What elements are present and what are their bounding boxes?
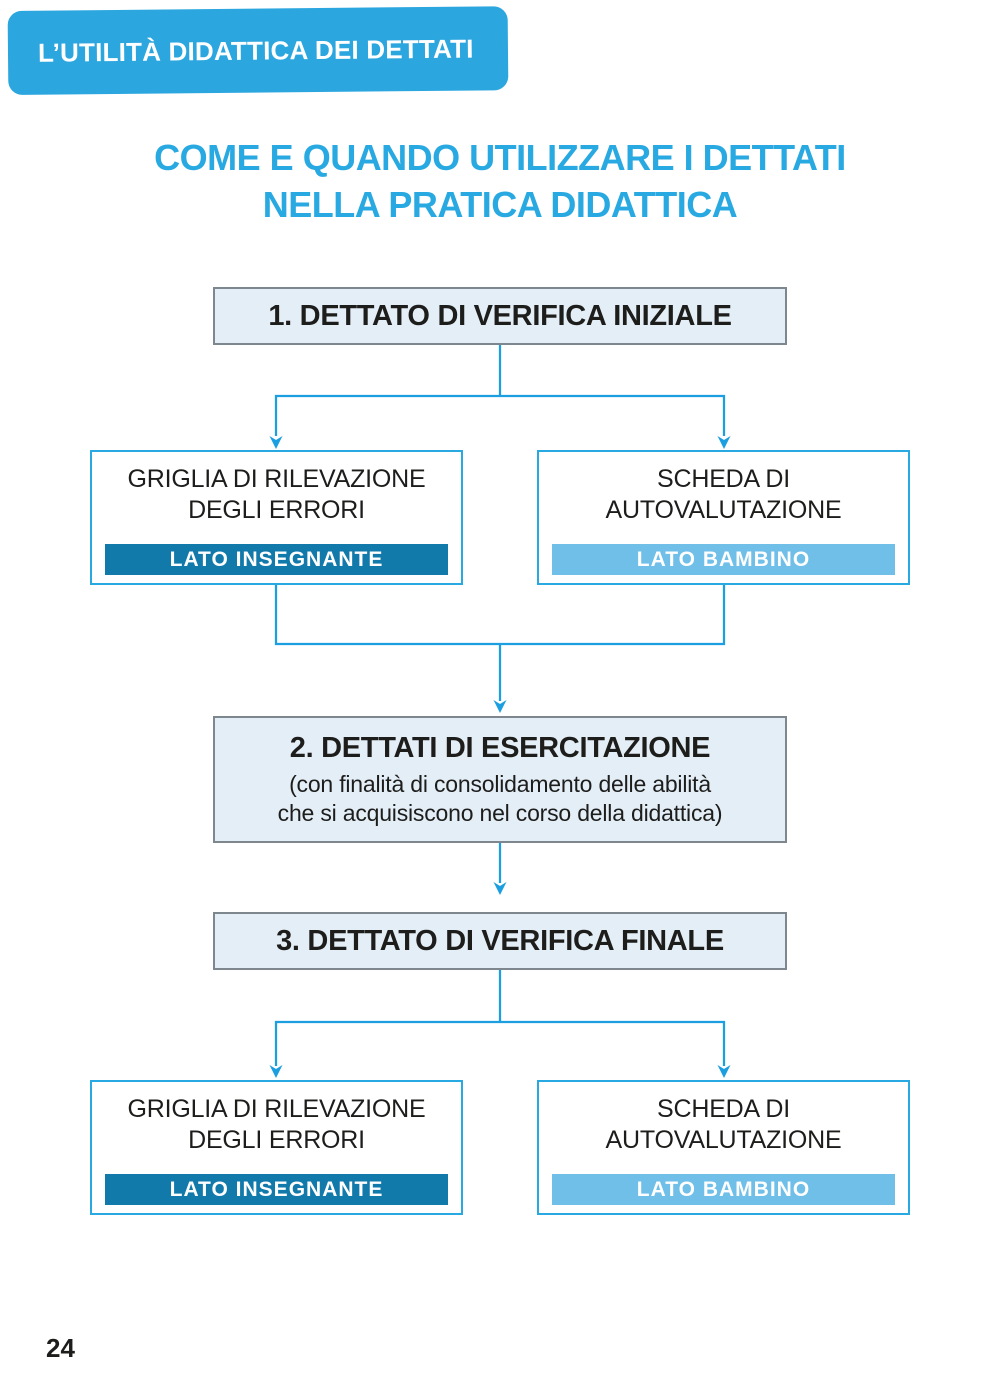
- card-error-grid-final: GRIGLIA DI RILEVAZIONE DEGLI ERRORI LATO…: [90, 1080, 463, 1215]
- card-title-line2: AUTOVALUTAZIONE: [605, 1126, 842, 1154]
- card-self-assessment-initial: SCHEDA DI AUTOVALUTAZIONE LATO BAMBINO: [537, 450, 910, 585]
- page-title-line1: COME E QUANDO UTILIZZARE I DETTATI: [154, 137, 846, 178]
- page-title: COME E QUANDO UTILIZZARE I DETTATI NELLA…: [0, 134, 1000, 228]
- card-title-line2: DEGLI ERRORI: [188, 496, 365, 524]
- page-number: 24: [46, 1333, 75, 1363]
- card-title-line1: GRIGLIA DI RILEVAZIONE: [127, 465, 426, 493]
- step-3-label: 3. DETTATO DI VERIFICA FINALE: [276, 924, 724, 957]
- card-title-line1: SCHEDA DI: [657, 465, 790, 493]
- step-2-subtext-line2: che si acquisiscono nel corso della dida…: [277, 799, 723, 826]
- step-1-label: 1. DETTATO DI VERIFICA INIZIALE: [268, 299, 732, 332]
- page-title-line2: NELLA PRATICA DIDATTICA: [262, 184, 738, 225]
- card-self-assessment-final: SCHEDA DI AUTOVALUTAZIONE LATO BAMBINO: [537, 1080, 910, 1215]
- step-3-box: 3. DETTATO DI VERIFICA FINALE: [213, 912, 787, 970]
- card-title-line2: DEGLI ERRORI: [188, 1126, 365, 1154]
- card-title: GRIGLIA DI RILEVAZIONE DEGLI ERRORI: [92, 464, 461, 526]
- teacher-side-band: LATO INSEGNANTE: [105, 1174, 448, 1205]
- step-2-subtext-line1: (con finalità di consolidamento delle ab…: [289, 770, 711, 797]
- card-title: GRIGLIA DI RILEVAZIONE DEGLI ERRORI: [92, 1094, 461, 1156]
- step-1-box: 1. DETTATO DI VERIFICA INIZIALE: [213, 287, 787, 345]
- card-title-line1: SCHEDA DI: [657, 1095, 790, 1123]
- step-2-box: 2. DETTATI DI ESERCITAZIONE (con finalit…: [213, 716, 787, 843]
- child-side-band: LATO BAMBINO: [552, 544, 895, 575]
- teacher-side-band: LATO INSEGNANTE: [105, 544, 448, 575]
- step-2-label: 2. DETTATI DI ESERCITAZIONE: [289, 731, 711, 764]
- chapter-banner-label: L’UTILITÀ DIDATTICA DEI DETTATI: [37, 33, 474, 68]
- chapter-banner: L’UTILITÀ DIDATTICA DEI DETTATI: [7, 6, 509, 95]
- card-error-grid-initial: GRIGLIA DI RILEVAZIONE DEGLI ERRORI LATO…: [90, 450, 463, 585]
- child-side-band: LATO BAMBINO: [552, 1174, 895, 1205]
- card-title-line1: GRIGLIA DI RILEVAZIONE: [127, 1095, 426, 1123]
- card-title: SCHEDA DI AUTOVALUTAZIONE: [539, 464, 908, 526]
- card-title-line2: AUTOVALUTAZIONE: [605, 496, 842, 524]
- card-title: SCHEDA DI AUTOVALUTAZIONE: [539, 1094, 908, 1156]
